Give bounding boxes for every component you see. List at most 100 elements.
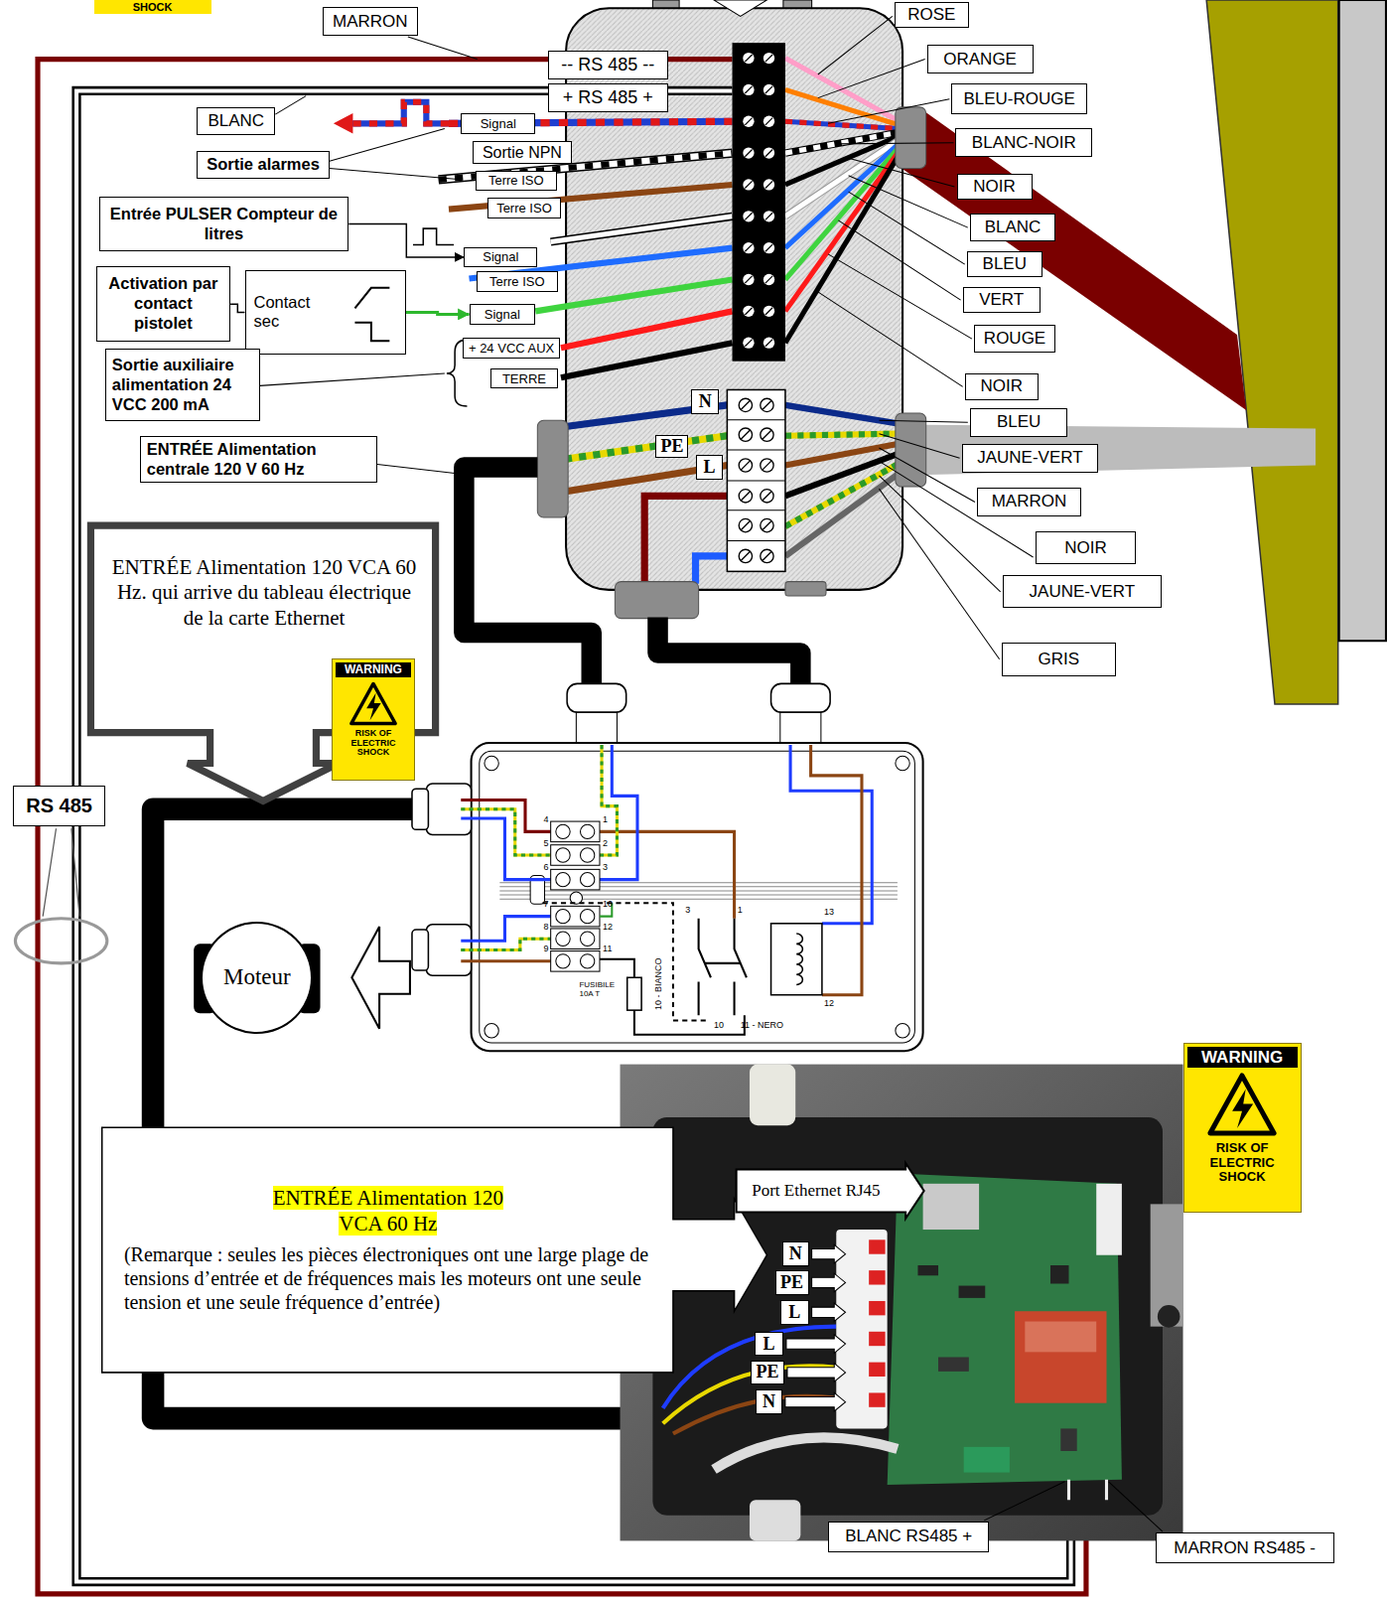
drawing-path (329, 128, 445, 161)
node-text: BLANC-NOIR (971, 133, 1077, 152)
text-line: RS 485 (25, 794, 93, 818)
node-text: BLEU (982, 254, 1027, 274)
connector (406, 311, 470, 314)
drawing-path (599, 744, 617, 855)
node-text: Terre ISO (488, 172, 545, 188)
drawing-path (983, 1481, 1065, 1521)
drawing-circle (555, 871, 570, 886)
power-pin-label: PE (775, 1269, 810, 1295)
drawing-path (818, 59, 926, 99)
drawing-polygon (787, 1363, 846, 1382)
text-line: BLANC (207, 111, 265, 132)
text-line: PE (755, 1361, 779, 1383)
drawing-rect (732, 42, 786, 362)
drawing-rect (566, 683, 627, 712)
text-line: Sortie NPN (482, 143, 562, 162)
node-text: Terre ISO (496, 200, 553, 216)
drawing-path (785, 474, 898, 556)
power-pin-label: N (782, 1241, 810, 1266)
text-line: BLANC RS485 + (844, 1526, 972, 1546)
pin-label: Terre ISO (475, 170, 557, 192)
drawing-use (742, 210, 754, 222)
drawing-use (763, 84, 775, 96)
text-line: WARNING (335, 662, 412, 678)
text-line: GRIS (1037, 649, 1080, 670)
color-label: JAUNE-VERT (1002, 574, 1162, 608)
terminal-number: 12 (602, 921, 613, 932)
drawing-polygon (785, 1391, 846, 1410)
node-text: BLANC (984, 217, 1042, 237)
terminal-number: 10 (602, 898, 613, 909)
drawing-rect (652, 1116, 1163, 1516)
terminal-label: -- RS 485 -- (548, 50, 669, 80)
port-arrow-label: Port Ethernet RJ45 (741, 1170, 905, 1210)
drawing-circle (555, 824, 570, 838)
drawing-path (818, 291, 964, 388)
drawing-path (260, 373, 445, 386)
warning-sign: WARNINGRISK OF ELECTRIC SHOCK (331, 658, 416, 781)
drawing-rect (1014, 1310, 1107, 1402)
node-text: N (789, 1243, 803, 1263)
drawing-rect (923, 1183, 979, 1230)
terminal-label: + RS 485 + (548, 83, 669, 113)
node-text: Port Ethernet RJ45 (751, 1180, 880, 1200)
node-text: + RS 485 + (562, 87, 654, 108)
power-pin-label: PE (750, 1360, 785, 1386)
pin-label: Signal (469, 303, 537, 325)
color-label: BLANC (196, 107, 276, 136)
drawing-rect (959, 1285, 986, 1298)
terminal-number: 2 (602, 837, 608, 848)
drawing-rect (917, 1264, 939, 1275)
hazard-holder (1204, 1070, 1280, 1138)
terminal-number: 7 (543, 898, 549, 909)
function-box: Activation par contact pistolet (96, 266, 232, 342)
text-line: ROSE (907, 4, 956, 25)
text-line: Port Ethernet RJ45 (751, 1180, 880, 1201)
hazard-symbol (347, 680, 400, 727)
text-line: PE (780, 1271, 804, 1293)
drawing-path (551, 216, 733, 243)
drawing-rect (614, 581, 698, 619)
hazard-symbol (1204, 1070, 1280, 1138)
color-label: BLEU (967, 251, 1043, 278)
pin-label: TERRE (490, 368, 558, 390)
text-line: N (762, 1390, 776, 1412)
terminal-number: 1 (602, 814, 608, 825)
text-line: + RS 485 + (562, 87, 654, 109)
drawing-use (763, 305, 775, 317)
drawing-use (763, 178, 775, 190)
text-line: BLEU (996, 412, 1041, 432)
drawing-rect (895, 107, 927, 169)
text-line: -- RS 485 -- (560, 54, 655, 76)
text-line: + 24 VCC AUX (468, 340, 555, 356)
drawing-path (460, 809, 553, 855)
drawing-use (738, 458, 752, 472)
drawing-path (275, 96, 306, 115)
drawing-path (329, 168, 462, 180)
drawing-path (599, 831, 735, 918)
terminal-number: 9 (543, 943, 549, 954)
drawing-rect (868, 1239, 885, 1253)
drawing-circle (579, 847, 594, 862)
color-label: JAUNE-VERT (962, 443, 1100, 473)
text-line: PE (660, 435, 684, 457)
terminal-number: 10 (713, 1019, 724, 1030)
terminal-number: 1 (737, 904, 743, 915)
drawing-polygon (812, 1244, 846, 1262)
drawing-rect (938, 1356, 970, 1371)
drawing-path (785, 148, 898, 280)
text-line: Terre ISO (489, 274, 546, 289)
drawing-path (785, 89, 898, 125)
text-line: Signal (480, 116, 517, 132)
text-line: Moteur (223, 964, 291, 990)
motor-circle: Moteur (200, 921, 313, 1034)
terminal-number: 13 (824, 906, 834, 917)
remark-callout: ENTRÉE Alimentation 120 VCA 60 Hz(Remarq… (110, 1131, 667, 1367)
drawing-path (878, 447, 975, 502)
input-arrow-callout: ENTRÉE Alimentation 120 VCA 60 Hz. qui a… (102, 532, 427, 653)
drawing-path (354, 287, 390, 341)
node-text: N (762, 1390, 776, 1411)
node-text: + 24 VCC AUX (468, 340, 555, 356)
text-line: JAUNE-VERT (1029, 581, 1135, 602)
color-label: MARRON (322, 6, 419, 36)
